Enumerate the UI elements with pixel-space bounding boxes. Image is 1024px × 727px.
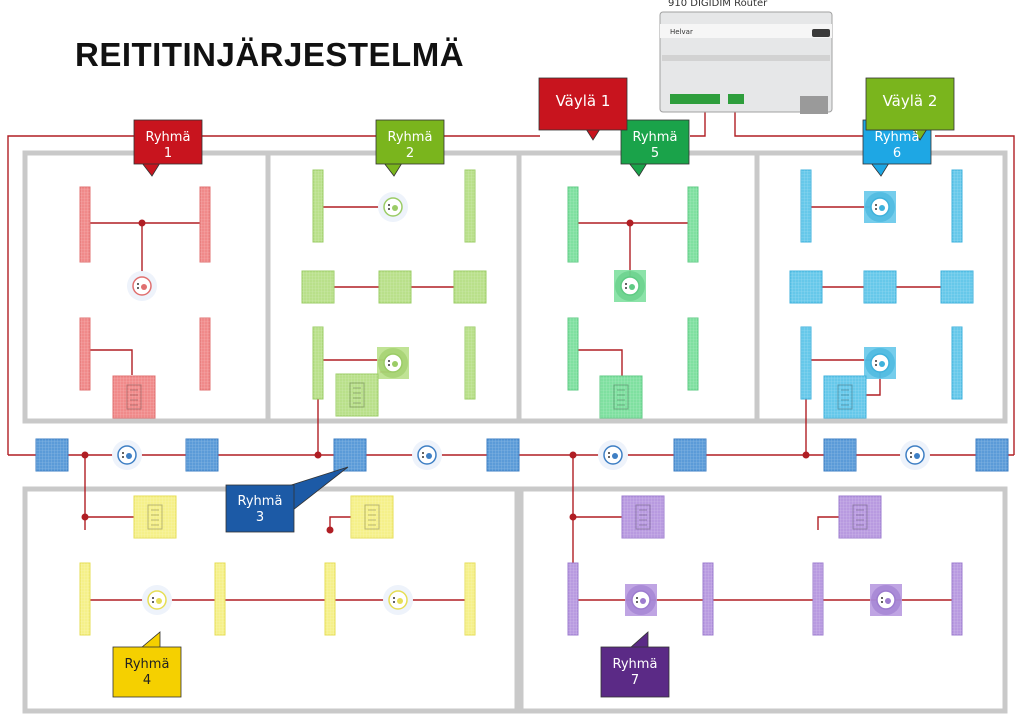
room-walls bbox=[22, 150, 1008, 714]
devices bbox=[35, 169, 1009, 636]
group-1-callout bbox=[133, 119, 203, 165]
router-brand: Helvar bbox=[670, 28, 693, 36]
group-7-callout bbox=[600, 646, 670, 698]
bus-label-1: Väylä 1 bbox=[555, 92, 611, 110]
group-4-callout bbox=[112, 646, 182, 698]
bus-label-2: Väylä 2 bbox=[882, 92, 938, 110]
junction-dot bbox=[626, 219, 634, 227]
group-2-callout bbox=[375, 119, 445, 165]
junction-dot bbox=[81, 513, 89, 521]
group-3-callout bbox=[225, 484, 295, 533]
group-callouts bbox=[112, 77, 955, 698]
group-5-callout bbox=[620, 119, 690, 165]
junction-dot bbox=[802, 451, 810, 459]
junction-dot bbox=[569, 513, 577, 521]
junction-dot bbox=[326, 526, 334, 534]
router-device: Helvar bbox=[659, 11, 833, 114]
junction-dot bbox=[81, 451, 89, 459]
junction-dot bbox=[138, 219, 146, 227]
junction-dot bbox=[569, 451, 577, 459]
page-title: REITITINJÄRJESTELMÄ bbox=[75, 36, 465, 73]
bus-2-callout bbox=[865, 77, 955, 131]
bus-1-callout bbox=[538, 77, 628, 131]
junction-dot bbox=[314, 451, 322, 459]
router-label: 910 DIGIDIM Router bbox=[668, 0, 768, 9]
